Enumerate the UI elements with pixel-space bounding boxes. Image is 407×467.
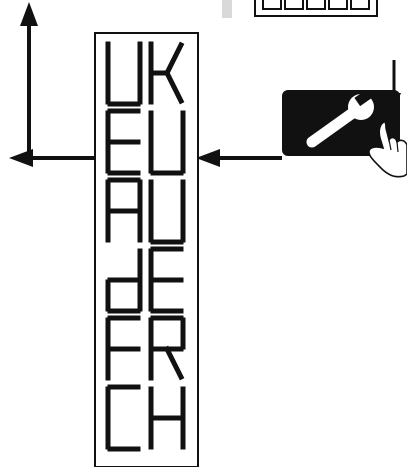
left-arrow [9,149,94,167]
up-arrow [20,2,38,158]
top-display-panel [222,0,377,18]
lcd-display [95,33,198,467]
button-to-display-arrow [196,149,282,167]
